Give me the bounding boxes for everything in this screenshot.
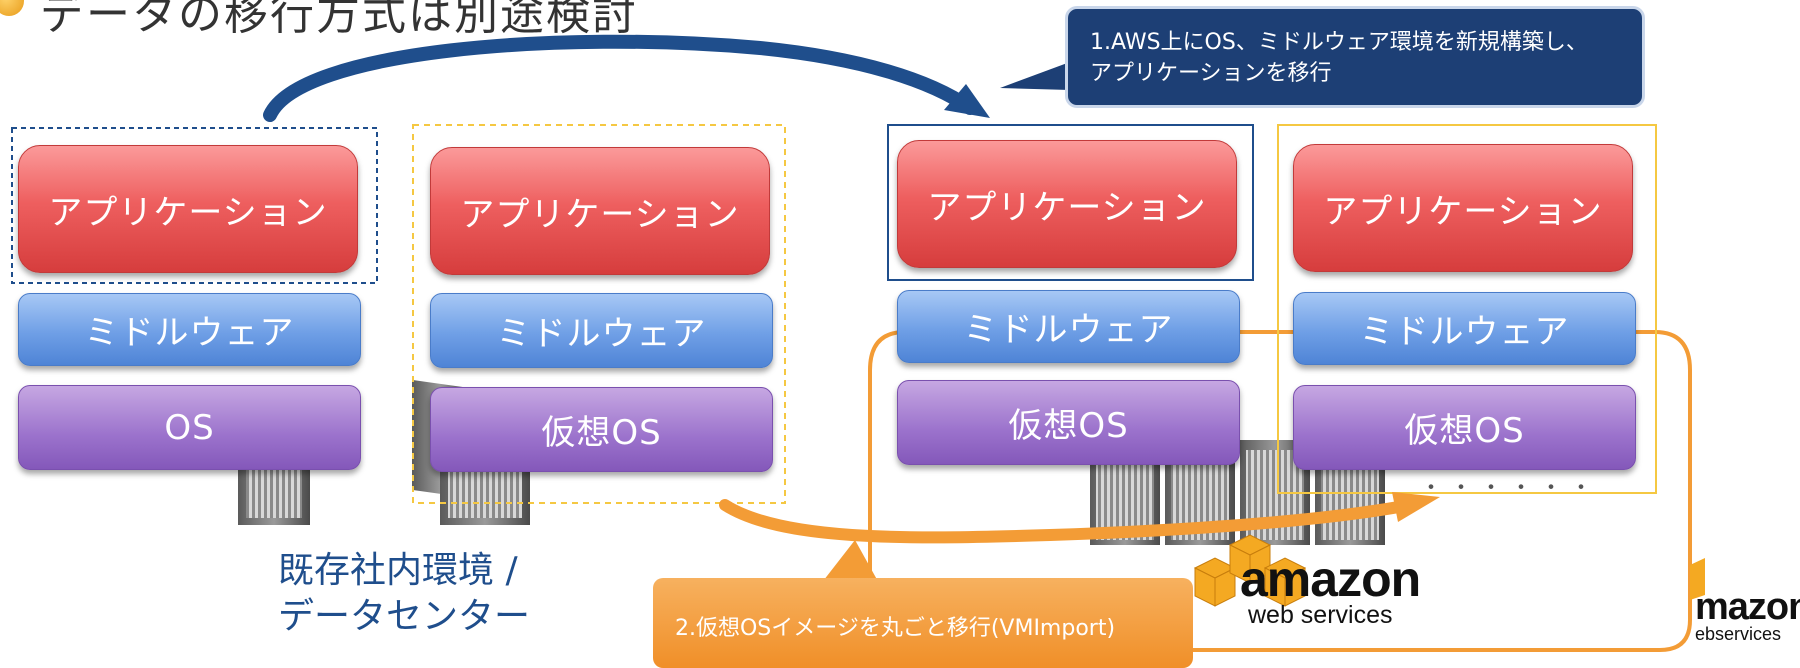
app-migration-outline	[11, 127, 378, 284]
callout-vm-import: 2.仮想OSイメージを丸ごと移行(VMImport)	[653, 578, 1193, 668]
stack3-middleware: ミドルウェア	[897, 290, 1240, 363]
stack3-application: アプリケーション	[897, 140, 1237, 268]
aws-cubes-icon	[1193, 534, 1307, 607]
stack1-application: アプリケーション	[18, 145, 358, 273]
callout-new-build-line1: 1.AWS上にOS、ミドルウェア環境を新規構築し、	[1090, 30, 1588, 55]
stack2-virtual-os: 仮想OS	[430, 387, 773, 472]
aws-cubes-icon-right	[1690, 558, 1705, 600]
caption-line1: 既存社内環境 /	[278, 550, 518, 591]
aws-logo-right: mazon ebservices	[1695, 586, 1800, 644]
aws-logo-right-sub: ebservices	[1695, 624, 1782, 644]
stack2-middleware: ミドルウェア	[430, 293, 773, 368]
stack3-virtual-os: 仮想OS	[897, 380, 1240, 465]
stack1-middleware: ミドルウェア	[18, 293, 361, 366]
datacenter-caption: 既存社内環境 / データセンター	[278, 548, 530, 640]
aws-vm-outline	[1277, 124, 1657, 494]
aws-logo-word: amazon	[1240, 551, 1421, 607]
aws-logo-sub: web services	[1248, 601, 1393, 629]
stack4-virtual-os: 仮想OS	[1293, 385, 1636, 470]
stack4-middleware: ミドルウェア	[1293, 292, 1636, 365]
page-title: データの移行方式は別途検討	[40, 0, 638, 40]
vm-migration-arrow	[719, 499, 1416, 544]
callout-new-build: 1.AWS上にOS、ミドルウェア環境を新規構築し、 アプリケーションを移行	[1065, 6, 1645, 108]
stack1-os: OS	[18, 385, 361, 470]
vm-migration-outline	[412, 124, 786, 504]
title-bullet-icon	[0, 0, 24, 16]
aws-logo: amazon web services	[1240, 551, 1421, 629]
app-migration-arrow	[263, 34, 977, 122]
more-instances-dots: ・・・・・・	[1420, 476, 1601, 501]
aws-app-outline	[887, 124, 1254, 281]
aws-cloud-outline	[868, 330, 1692, 652]
aws-logo-right-word: mazon	[1695, 586, 1800, 628]
stack2-application: アプリケーション	[430, 147, 770, 275]
caption-line2: データセンター	[278, 596, 531, 637]
callout-new-build-line2: アプリケーションを移行	[1090, 61, 1332, 86]
stack4-application: アプリケーション	[1293, 144, 1633, 272]
